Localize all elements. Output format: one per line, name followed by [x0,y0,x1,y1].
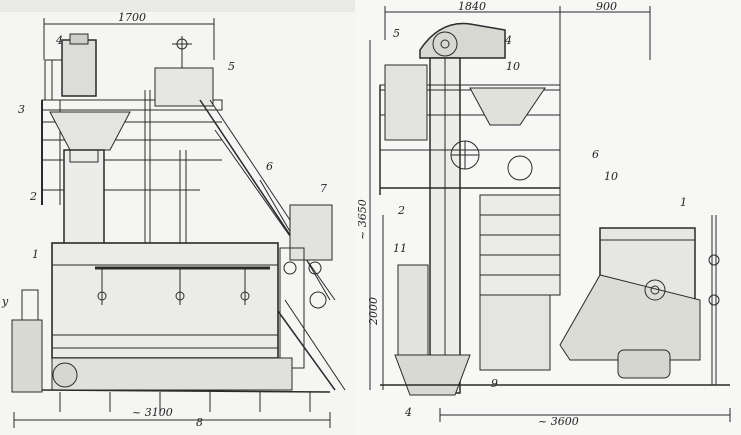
label-5: 5 [228,60,235,73]
label-r-1: 1 [680,196,687,209]
stair-handrail [199,99,301,251]
label-2: 2 [29,190,37,203]
dim-bottom-width-right: ~ 3600 [538,415,579,428]
label-1: 1 [32,248,39,261]
hopper-right [469,87,546,126]
central-column [63,149,105,246]
dim-bottom-width: ~ 3100 [132,406,173,419]
label-4: 4 [55,34,63,47]
drive-motor [61,39,97,97]
motor-unit [11,319,43,393]
dim-height-lower: 2000 [367,297,380,326]
label-r-11: 11 [393,242,407,255]
label-y: у [1,295,9,308]
tank-11 [397,264,429,361]
label-r-4-bottom: 4 [404,406,412,419]
shaft-section [479,194,561,296]
label-3: 3 [18,103,25,116]
tank-9 [479,294,551,371]
label-r-5: 5 [393,27,400,40]
label-8: 8 [196,416,203,429]
label-r-10-mid: 10 [604,170,618,183]
upper-tank-right [384,64,428,141]
label-r-6: 6 [592,148,599,161]
left-elevation-view [11,18,346,428]
label-7: 7 [320,182,327,195]
bottom-trough [51,357,293,391]
label-r-9: 9 [491,377,498,390]
upper-tank [154,67,214,107]
label-r-10-top: 10 [506,60,520,73]
dim-top-right-right: 900 [596,0,617,13]
dim-top-left-right: 1840 [458,0,486,13]
motor-right [617,349,671,379]
label-6: 6 [266,160,273,173]
right-elevation-view [369,6,731,422]
dim-top-width: 1700 [118,11,146,24]
label-r-2: 2 [397,204,405,217]
dim-height-total: ~ 3650 [356,199,369,240]
control-cabinet [289,204,333,261]
main-body [51,242,279,359]
label-r-4-top: 4 [504,34,512,47]
drive-housing [559,274,701,361]
feed-hopper [49,111,131,151]
